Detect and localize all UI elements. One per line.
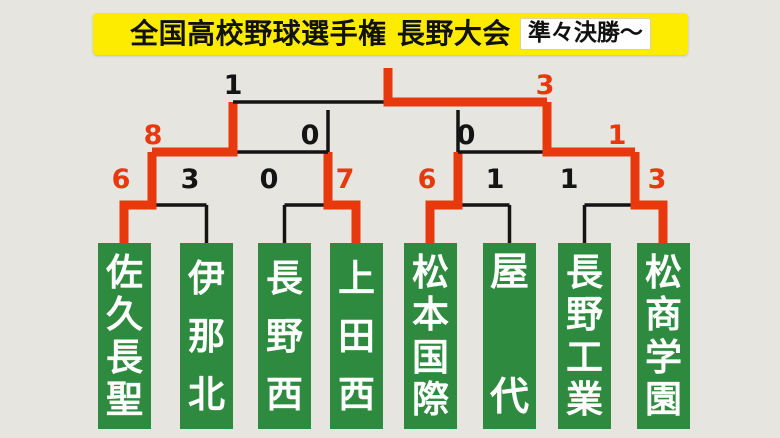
team-char: 田 bbox=[338, 314, 375, 358]
team-char: 聖 bbox=[106, 377, 143, 421]
score-sf2-left: 0 bbox=[456, 120, 476, 151]
score-qf3-left: 6 bbox=[417, 164, 437, 195]
team-char: 西 bbox=[266, 372, 303, 416]
score-qf4-left: 1 bbox=[559, 164, 579, 195]
team-box-matsumotokokusai[interactable]: 松 本 国 際 bbox=[404, 243, 457, 429]
team-char: 松 bbox=[412, 251, 449, 295]
tournament-title: 全国高校野球選手権 長野大会 bbox=[130, 17, 511, 50]
team-char: 商 bbox=[645, 293, 682, 337]
score-qf3-right: 1 bbox=[485, 164, 505, 195]
score-sf2-right: 1 bbox=[607, 120, 627, 151]
team-char: 工 bbox=[566, 335, 603, 379]
team-char: 伊 bbox=[188, 256, 225, 300]
title-banner: 全国高校野球選手権 長野大会 準々決勝〜 bbox=[93, 13, 688, 55]
team-char: 松 bbox=[645, 251, 682, 295]
team-box-yashiro[interactable]: 屋 代 bbox=[483, 243, 536, 429]
team-char: 際 bbox=[412, 377, 449, 421]
team-char: 上 bbox=[338, 256, 375, 300]
score-final-left: 1 bbox=[223, 70, 243, 101]
team-char: 長 bbox=[106, 335, 143, 379]
score-qf1-right: 3 bbox=[180, 164, 200, 195]
round-label-box: 準々決勝〜 bbox=[519, 18, 651, 50]
team-char: 久 bbox=[106, 293, 143, 337]
champion-path bbox=[383, 68, 547, 107]
qf2-winner-path bbox=[323, 152, 361, 243]
qf1-winner-path bbox=[119, 152, 157, 243]
team-char: 野 bbox=[266, 314, 303, 358]
team-char: 業 bbox=[566, 377, 603, 421]
team-char: 本 bbox=[412, 293, 449, 337]
team-box-uedanishi[interactable]: 上 田 西 bbox=[330, 243, 383, 429]
score-sf1-right: 0 bbox=[300, 120, 320, 151]
team-box-sakuchosei[interactable]: 佐 久 長 聖 bbox=[98, 243, 151, 429]
sf1-winner-path bbox=[152, 102, 238, 157]
team-char: 西 bbox=[338, 372, 375, 416]
team-char: 長 bbox=[266, 256, 303, 300]
team-box-naganokogyo[interactable]: 長 野 工 業 bbox=[558, 243, 611, 429]
score-qf1-left: 6 bbox=[111, 164, 131, 195]
team-char: 長 bbox=[566, 251, 603, 295]
team-box-inakita[interactable]: 伊 那 北 bbox=[180, 243, 233, 429]
team-char: 国 bbox=[412, 335, 449, 379]
score-qf4-right: 3 bbox=[647, 164, 667, 195]
score-sf1-left: 8 bbox=[143, 120, 163, 151]
team-char: 屋 bbox=[489, 250, 529, 295]
team-char: 学 bbox=[645, 335, 682, 379]
team-box-naganonishi[interactable]: 長 野 西 bbox=[258, 243, 311, 429]
score-qf2-left: 0 bbox=[259, 164, 279, 195]
team-char: 那 bbox=[188, 314, 225, 358]
qf3-winner-path bbox=[425, 152, 463, 243]
team-char: 野 bbox=[566, 293, 603, 337]
team-char: 園 bbox=[645, 377, 682, 421]
team-char: 佐 bbox=[106, 251, 143, 295]
score-qf2-right: 7 bbox=[335, 164, 355, 195]
score-final-right: 3 bbox=[535, 70, 555, 101]
sf2-winner-path bbox=[542, 102, 635, 157]
team-char: 代 bbox=[489, 375, 529, 420]
qf4-winner-path bbox=[630, 152, 668, 243]
team-box-matsushogakuen[interactable]: 松 商 学 園 bbox=[637, 243, 690, 429]
team-char: 北 bbox=[188, 372, 225, 416]
round-label: 準々決勝〜 bbox=[527, 20, 643, 46]
